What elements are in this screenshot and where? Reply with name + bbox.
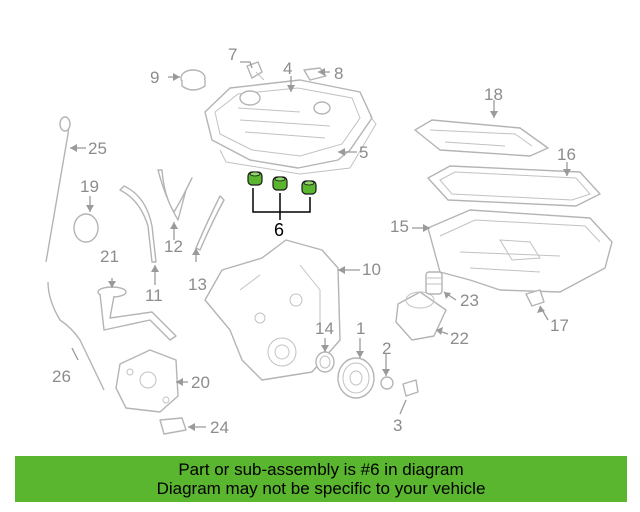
- grommet-highlight-group[interactable]: [247, 171, 317, 195]
- label-24: 24: [210, 418, 229, 437]
- dipstick-tube-part[interactable]: [47, 281, 105, 391]
- label-12: 12: [164, 237, 183, 256]
- label-8: 8: [334, 64, 343, 83]
- label-7: 7: [228, 45, 237, 64]
- gasket-18-part[interactable]: [414, 119, 549, 157]
- label-11: 11: [145, 286, 163, 305]
- label-21: 21: [100, 247, 119, 266]
- timing-cover-part[interactable]: [204, 239, 341, 381]
- bolt-7-part[interactable]: [246, 61, 265, 81]
- label-2: 2: [382, 339, 391, 358]
- label-26: 26: [52, 367, 71, 386]
- label-5: 5: [359, 143, 368, 162]
- valve-cover-gasket-part[interactable]: [219, 115, 377, 175]
- label-23: 23: [460, 291, 479, 310]
- label-14: 14: [315, 319, 334, 338]
- seal-14-part[interactable]: [315, 351, 335, 373]
- label-10: 10: [362, 260, 381, 279]
- dipstick-part[interactable]: [45, 116, 71, 263]
- label-13: 13: [188, 275, 207, 294]
- info-banner: Part or sub-assembly is #6 in diagram Di…: [15, 456, 627, 502]
- label-20: 20: [191, 373, 210, 392]
- label-6-highlighted: 6: [274, 220, 284, 240]
- grommet-center: [272, 176, 288, 191]
- label-25: 25: [88, 139, 107, 158]
- label-9: 9: [150, 68, 159, 87]
- label-19: 19: [80, 177, 99, 196]
- bolt-3-part[interactable]: [402, 379, 419, 397]
- oil-cap-part[interactable]: [180, 69, 206, 91]
- label-1: 1: [356, 319, 365, 338]
- label-16: 16: [557, 145, 576, 164]
- grommet-left: [247, 171, 263, 186]
- pickup-tube-part[interactable]: [97, 286, 177, 341]
- oil-pump-part[interactable]: [115, 349, 179, 413]
- guide-11-part[interactable]: [119, 185, 157, 263]
- oil-filter-part[interactable]: [395, 291, 447, 341]
- banner-line-1: Part or sub-assembly is #6 in diagram: [178, 460, 464, 479]
- banner-line-2: Diagram may not be specific to your vehi…: [156, 479, 486, 498]
- filter-adapter-part[interactable]: [425, 271, 443, 295]
- guide-12-part[interactable]: [157, 169, 193, 221]
- leader-arrows: [70, 68, 571, 431]
- sensor-24-part[interactable]: [159, 417, 187, 435]
- part-labels: 9 7 4 8 5 18 16 15 10 25 19 21 12 13 11 …: [52, 45, 576, 437]
- label-17: 17: [550, 316, 569, 335]
- grommet-right: [301, 180, 317, 195]
- callout-6-bracket: [252, 188, 311, 220]
- valve-cover-part[interactable]: [204, 79, 373, 169]
- pulley-part[interactable]: [337, 357, 375, 399]
- label-22: 22: [450, 329, 469, 348]
- label-18: 18: [484, 85, 503, 104]
- oil-pan-gasket-part[interactable]: [427, 165, 601, 207]
- label-3: 3: [393, 416, 402, 435]
- washer-part[interactable]: [380, 376, 394, 390]
- o-ring-part[interactable]: [73, 213, 99, 243]
- label-4: 4: [283, 59, 292, 78]
- guide-13-part[interactable]: [195, 195, 225, 251]
- label-15: 15: [390, 217, 409, 236]
- drain-plug-part[interactable]: [525, 289, 545, 307]
- oil-pan-part[interactable]: [427, 209, 613, 293]
